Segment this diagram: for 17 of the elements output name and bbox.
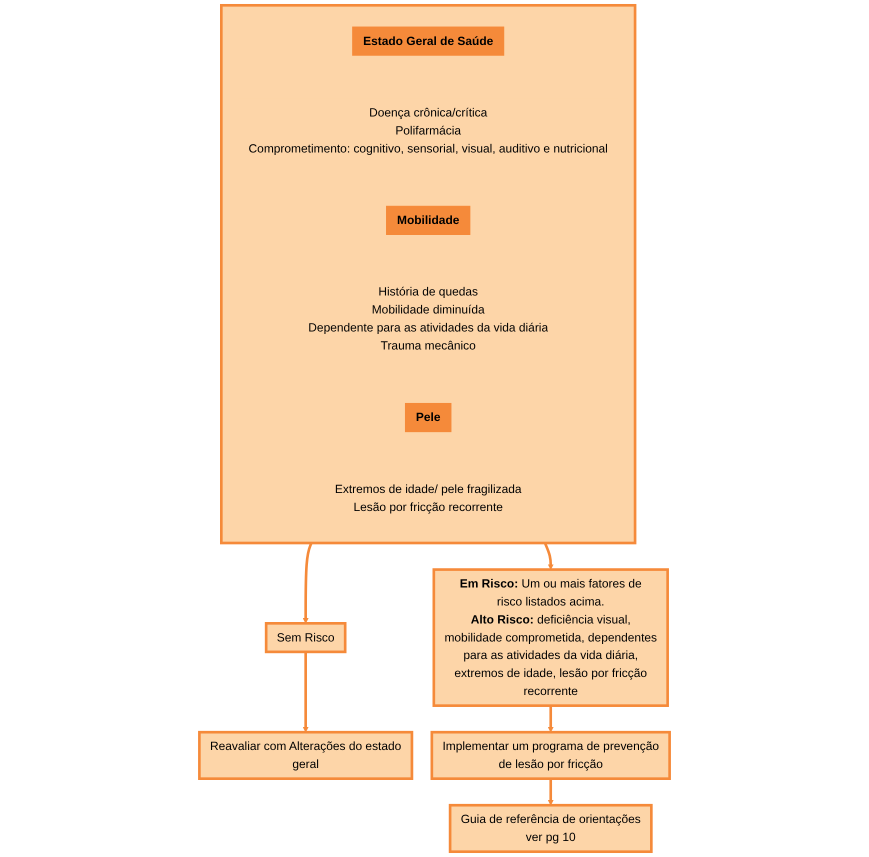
cluster	[220, 4, 636, 544]
arrow	[548, 706, 554, 732]
arrow	[544, 542, 554, 570]
arrow	[302, 652, 309, 732]
node-box: Implementar um programa de prevenção de lesão por fricção	[430, 730, 671, 780]
node-box: Mobilidade	[386, 206, 470, 235]
arrow	[302, 542, 313, 624]
node-box: Sem Risco	[264, 622, 346, 654]
node-box: Pele	[404, 402, 452, 432]
node-text: Doença crônica/crítica Polifarmácia Comprometimento: cognitivo, sensorial, visual, auditivo e nutricional	[248, 106, 608, 156]
node-box: Estado Geral de Saúde	[352, 26, 504, 56]
arrow	[548, 778, 554, 806]
node-box: Em Risco: Um ou mais fatores de risco listados acima. Alto Risco: deficiência visual, mobilidade comprometida, dependentes para as atividades da vida diária, extremos de idade, lesão por fricção recorrente	[432, 568, 669, 707]
node-box: Reavaliar com Alterações do estado geral	[198, 730, 414, 780]
node-text: História de quedas Mobilidade diminuída Dependente para as atividades da vida diária Trauma mecânico	[308, 285, 548, 352]
node-box: Guia de referência de orientações ver pg 10	[448, 804, 653, 854]
node-text: Extremos de idade/ pele fragilizada Lesão por fricção recorrente	[334, 482, 522, 514]
